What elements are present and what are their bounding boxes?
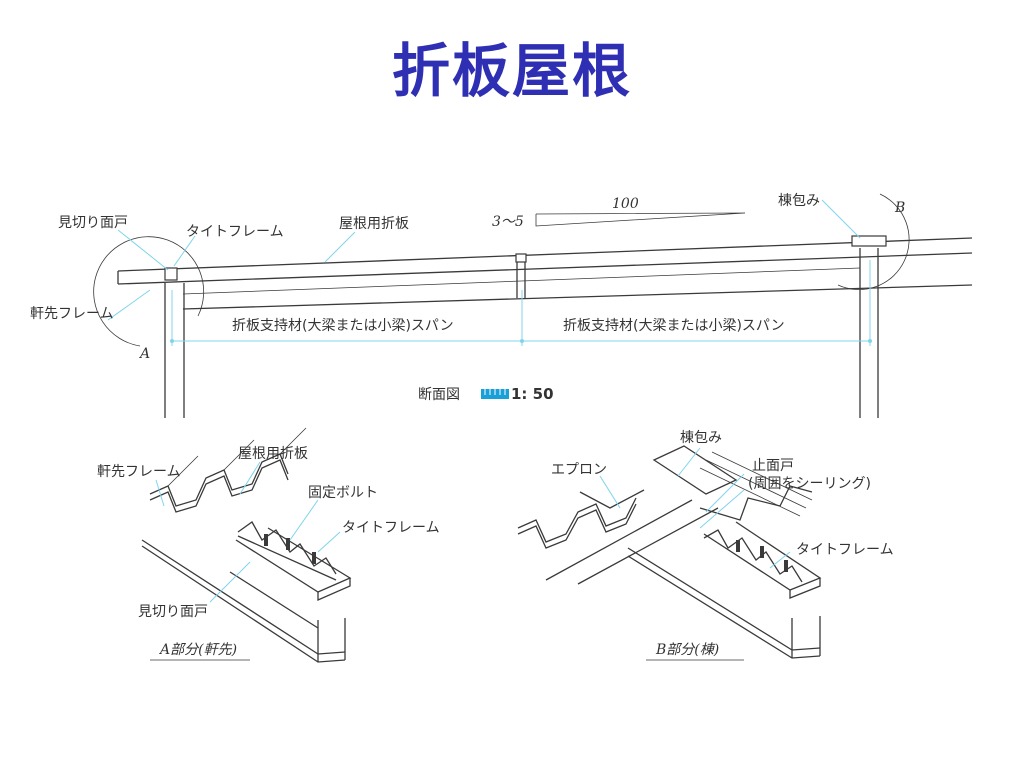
b-bolt-1 bbox=[736, 540, 740, 552]
a-bolts bbox=[264, 534, 316, 564]
right-column bbox=[859, 248, 879, 418]
slope-rise-label: 3～5 bbox=[492, 214, 524, 230]
b-leader-tomari bbox=[705, 473, 745, 513]
middle-tight-frame bbox=[515, 253, 527, 263]
a-leader-tight bbox=[317, 531, 341, 553]
a-leader-mikiri bbox=[209, 561, 251, 603]
b-label-tomari: 止面戸 bbox=[752, 458, 794, 474]
leader-mikiri bbox=[117, 229, 169, 271]
detail-b-marker: B bbox=[894, 200, 905, 216]
b-leader-sealing bbox=[699, 489, 745, 529]
b-leader-mune bbox=[677, 447, 701, 477]
a-bolt-3 bbox=[312, 552, 316, 564]
b-leader-tight bbox=[769, 551, 791, 569]
b-apron bbox=[579, 489, 645, 509]
b-leader-apron bbox=[599, 475, 621, 509]
detail-a-marker: A bbox=[138, 346, 150, 362]
a-leader-nokisaki bbox=[155, 479, 165, 507]
b-label-apron: エプロン bbox=[551, 462, 607, 478]
a-label-mikiri: 見切り面戸 bbox=[138, 604, 208, 620]
b-bolt-3 bbox=[784, 560, 788, 572]
scale-ticks bbox=[484, 389, 506, 395]
a-beam-top-flange-lower bbox=[317, 578, 351, 601]
ridge-cap-frame bbox=[851, 235, 887, 247]
a-leader-bolt bbox=[289, 499, 319, 541]
a-roof-panel-ribs bbox=[167, 427, 307, 487]
b-ridge-cap-lines bbox=[699, 451, 813, 517]
a-tight-frame-base bbox=[237, 535, 337, 581]
b-ridge-cap bbox=[652, 445, 738, 495]
a-label-bolt: 固定ボルト bbox=[308, 485, 378, 501]
label-roof-panel: 屋根用折板 bbox=[339, 216, 409, 232]
dim-dot-left bbox=[170, 339, 174, 343]
a-roof-panel-bottom bbox=[149, 459, 289, 513]
dim-dot-mid bbox=[520, 339, 524, 343]
b-panel-edge bbox=[545, 499, 719, 585]
detail-b-drawing: 棟包み エプロン 止面戸 (周囲をシーリング) タイトフレーム B部分(棟) bbox=[517, 430, 894, 661]
b-label-mune: 棟包み bbox=[680, 430, 722, 446]
a-label-tight: タイトフレーム bbox=[342, 520, 440, 536]
leader-tight-frame bbox=[173, 235, 196, 267]
beam-top-line bbox=[182, 267, 861, 295]
slope-run-label: 100 bbox=[612, 196, 639, 212]
b-roof-panel-top bbox=[517, 497, 637, 543]
scale-value: 1: 50 bbox=[511, 385, 554, 403]
detail-circle-b bbox=[837, 193, 910, 290]
span-right-label: 折板支持材(大梁または小梁)スパン bbox=[563, 318, 785, 334]
b-beam-flange-top bbox=[627, 547, 821, 651]
b-roof-panel-bottom bbox=[517, 503, 637, 549]
a-caption: A部分(軒先) bbox=[158, 642, 237, 658]
slope-triangle bbox=[535, 212, 746, 227]
b-beam-web bbox=[791, 616, 821, 658]
section-drawing: A B 3～5 100 折板支持材(大梁または小梁)スパン 折板支持材(大梁また… bbox=[30, 193, 973, 418]
left-column bbox=[164, 283, 185, 418]
detail-circle-a bbox=[93, 236, 205, 347]
label-nokisaki-frame: 軒先フレーム bbox=[30, 306, 114, 322]
b-ridge-upper-panels bbox=[699, 485, 813, 521]
eave-frame bbox=[164, 267, 178, 281]
beam-bottom-line bbox=[182, 284, 973, 310]
a-label-nokisaki: 軒先フレーム bbox=[97, 464, 181, 480]
leader-roof-panel bbox=[324, 231, 356, 263]
b-caption: B部分(棟) bbox=[655, 642, 719, 658]
roof-panel-bottom-line bbox=[117, 252, 973, 285]
span-left-label: 折板支持材(大梁または小梁)スパン bbox=[232, 318, 454, 334]
b-beam-top-flange bbox=[703, 521, 822, 591]
b-bolts bbox=[736, 540, 788, 572]
detail-a-drawing: 軒先フレーム 屋根用折板 固定ボルト タイトフレーム 見切り面戸 A部分(軒先) bbox=[97, 427, 440, 663]
a-leader-roof bbox=[239, 461, 261, 495]
roof-panel-top-line bbox=[117, 237, 973, 272]
b-beam-top-flange-lower bbox=[789, 578, 821, 599]
page-title: 折板屋根 bbox=[391, 37, 632, 105]
label-mune-tsutsumi: 棟包み bbox=[778, 193, 820, 209]
a-tight-frame bbox=[237, 521, 337, 575]
a-beam-top-flange bbox=[235, 527, 352, 593]
leader-mune bbox=[821, 199, 861, 239]
dim-dot-right bbox=[868, 339, 872, 343]
b-bolt-2 bbox=[760, 546, 764, 558]
a-beam-web bbox=[229, 571, 346, 662]
a-bolt-2 bbox=[286, 538, 290, 550]
label-mikiri-mendo: 見切り面戸 bbox=[58, 215, 128, 231]
middle-purlin bbox=[516, 258, 526, 298]
b-label-sealing: (周囲をシーリング) bbox=[748, 476, 871, 492]
b-label-tight: タイトフレーム bbox=[796, 542, 894, 558]
label-tight-frame: タイトフレーム bbox=[186, 224, 284, 240]
a-bolt-1 bbox=[264, 534, 268, 546]
a-label-roof: 屋根用折板 bbox=[238, 446, 308, 462]
scale-caption: 断面図 bbox=[418, 387, 460, 403]
leader-nokisaki bbox=[107, 289, 151, 321]
